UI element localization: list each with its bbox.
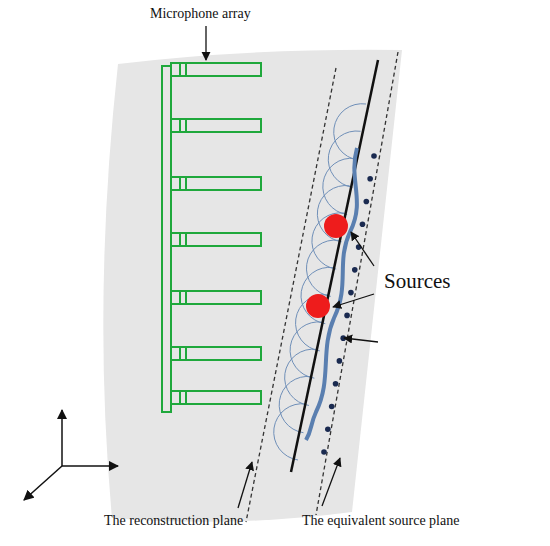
vibrating-surface	[306, 148, 357, 440]
source-surface-line	[291, 60, 378, 472]
leader-arrows	[206, 26, 378, 508]
wave-fronts	[274, 104, 366, 460]
source-dot	[324, 214, 348, 238]
plane-label: The reconstruction plane	[104, 513, 243, 528]
source-dot	[306, 294, 330, 318]
microphone-array	[162, 63, 261, 412]
reconstruction-plane	[246, 68, 336, 522]
sources-label: Sources	[384, 270, 451, 293]
array-label: Microphone array	[150, 6, 251, 21]
plane-label: The equivalent source plane	[302, 513, 459, 528]
axes	[24, 410, 118, 500]
measurement-region	[103, 50, 402, 522]
